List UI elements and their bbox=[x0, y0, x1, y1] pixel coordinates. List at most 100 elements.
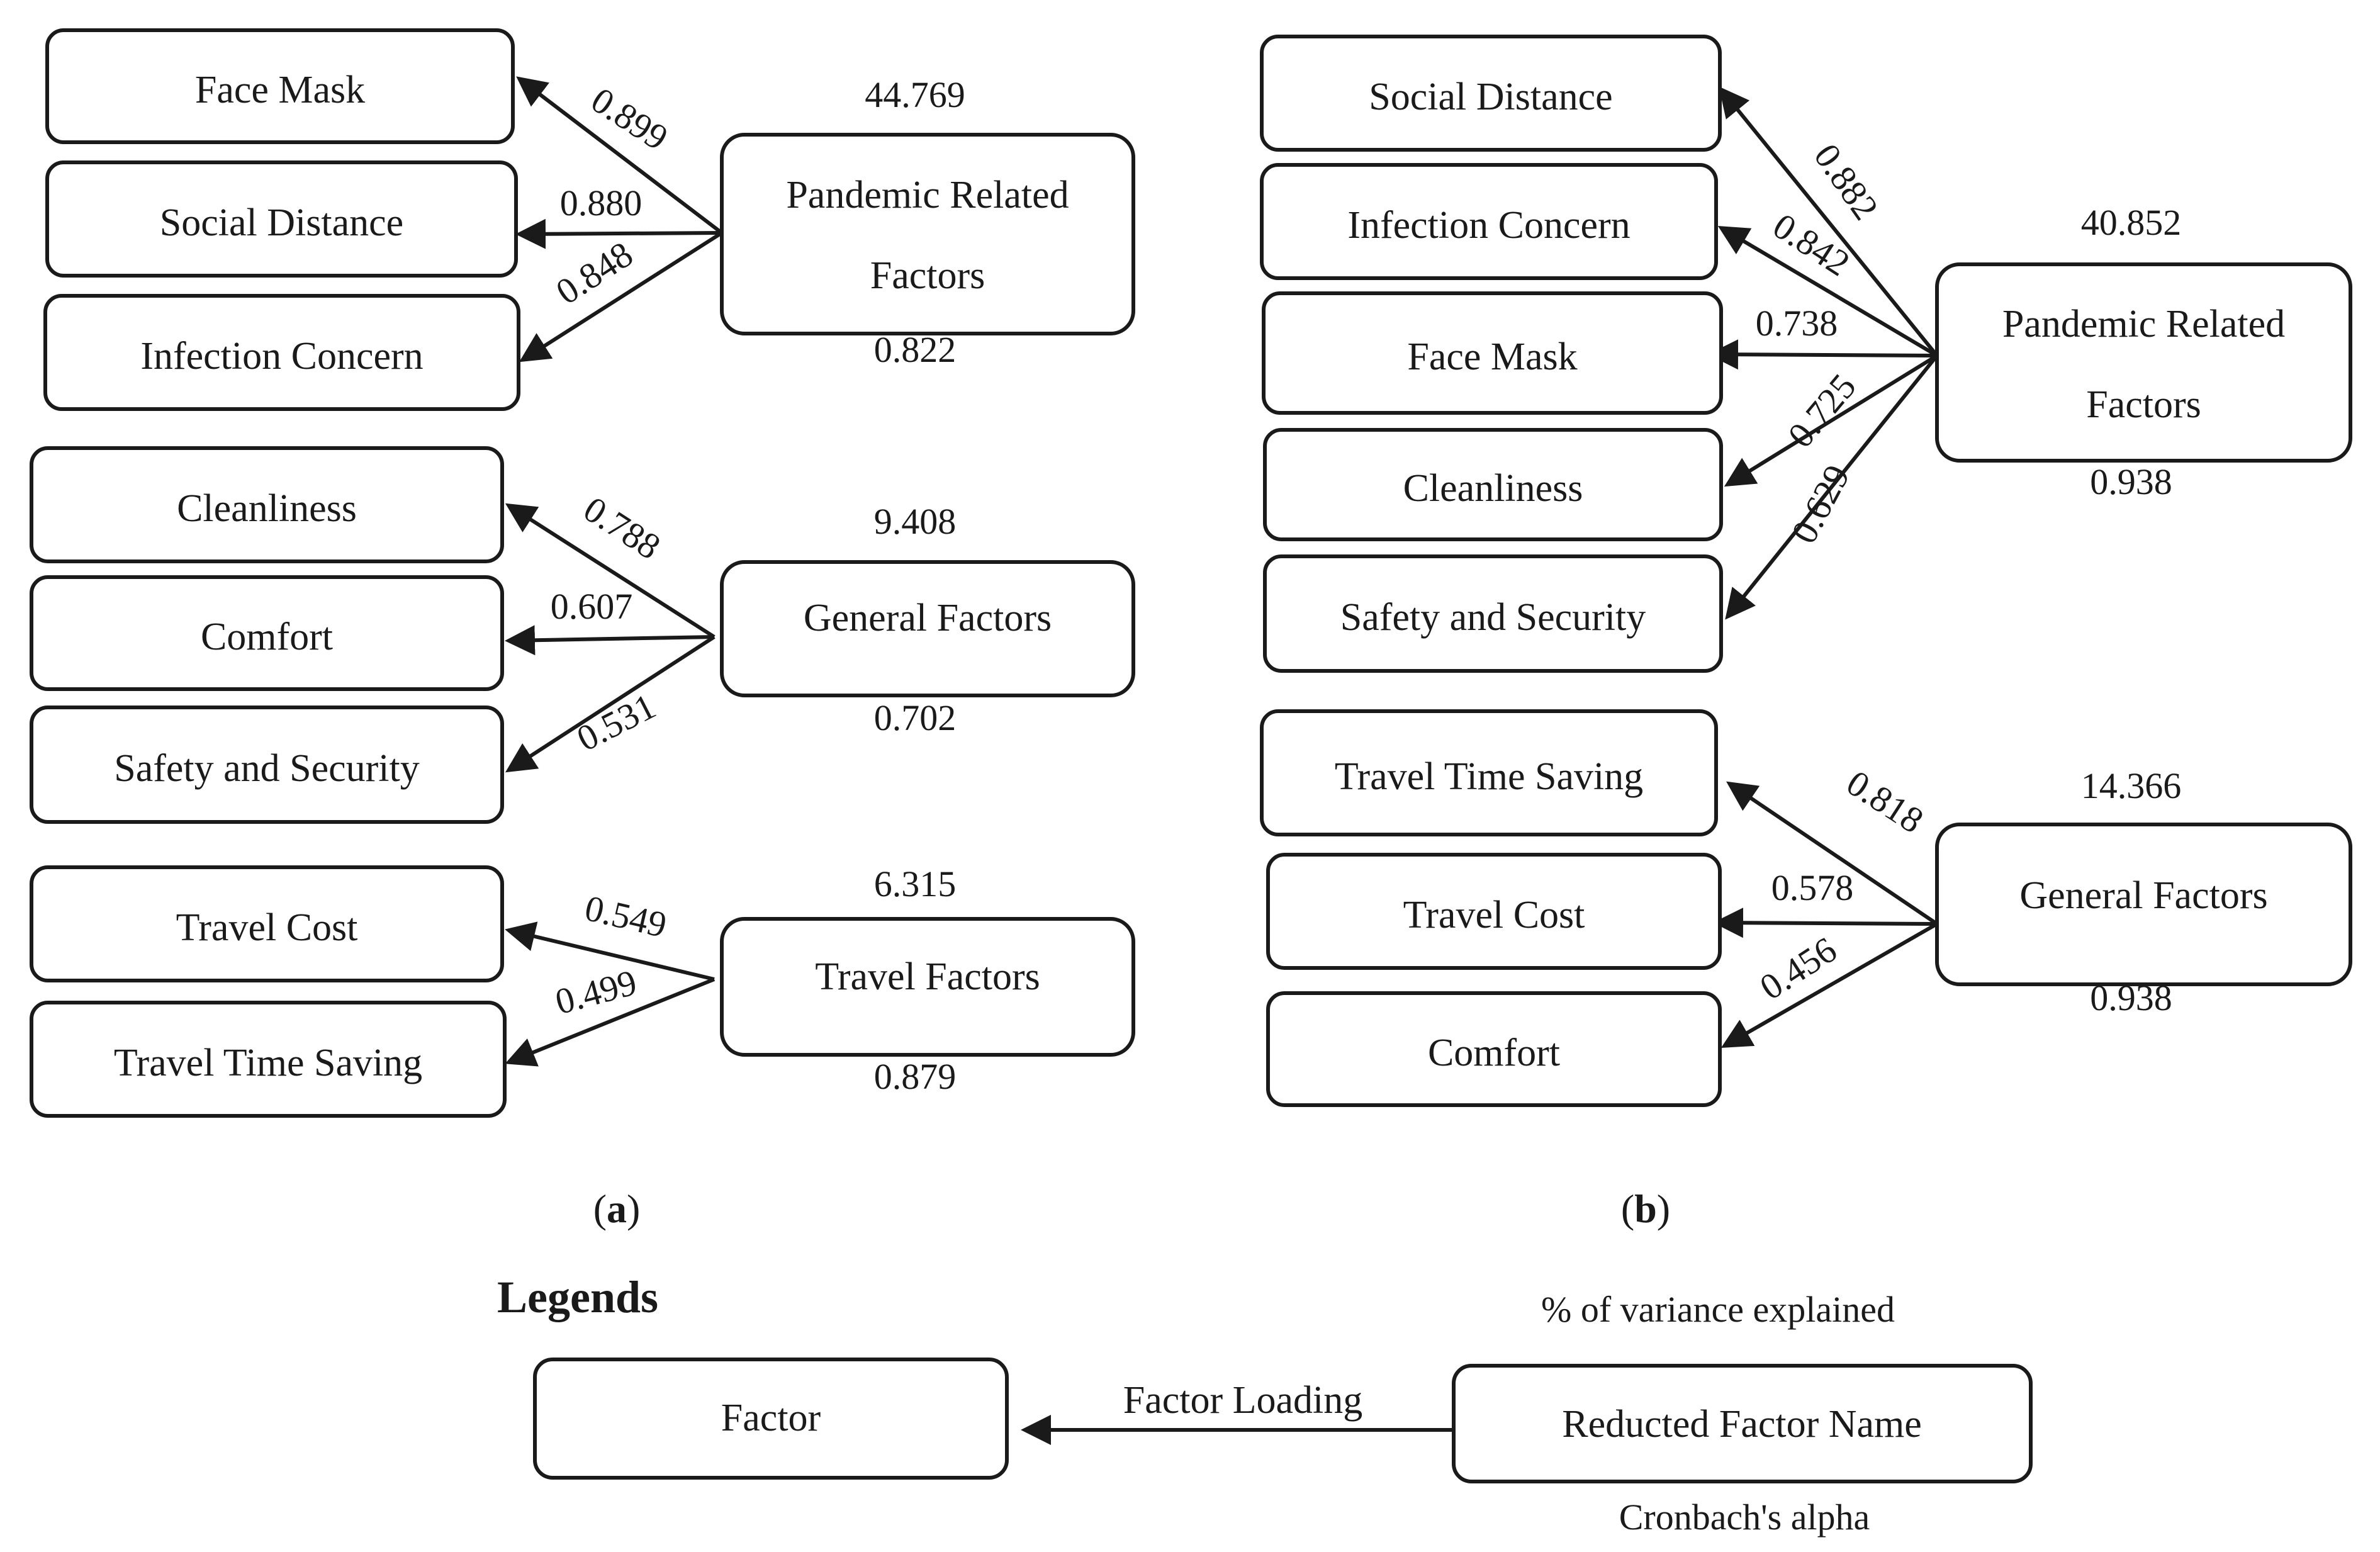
legend: Legends Factor Factor Loading Reducted F… bbox=[497, 1272, 2033, 1538]
panel-b-general-factors-alpha: 0.938 bbox=[2090, 977, 2172, 1018]
panel-a-travel-time-saving-label: Travel Time Saving bbox=[114, 1042, 422, 1084]
panel-a-travel-time-saving-loading-arrow bbox=[505, 977, 716, 1067]
panel-a-pandemic-related-factors-box bbox=[720, 133, 1135, 335]
panel-a-cleanliness-label: Cleanliness bbox=[177, 487, 357, 530]
panel-a-social-distance-box bbox=[45, 160, 518, 278]
panel-b-general-factors-name: General Factors bbox=[2019, 874, 2267, 917]
panel-b-infection-concern-loading-arrow bbox=[1717, 225, 1938, 357]
panel-a-travel-factors-name: Travel Factors bbox=[815, 955, 1040, 998]
panel-b-face-mask-box bbox=[1262, 291, 1723, 415]
panel-a-safety-and-security-label: Safety and Security bbox=[114, 747, 420, 790]
panel-a-infection-concern-label: Infection Concern bbox=[140, 335, 423, 378]
panel-a-travel-cost-box bbox=[30, 865, 504, 982]
panel-b-social-distance-box bbox=[1260, 35, 1722, 152]
legend-variance-label: % of variance explained bbox=[1541, 1289, 1895, 1330]
panel-a-general-factors-alpha: 0.702 bbox=[874, 697, 957, 738]
panel-b-social-distance-label: Social Distance bbox=[1369, 76, 1612, 118]
panel-a-travel-factors-name-line: Travel Factors bbox=[815, 955, 1040, 998]
legend-reduced-box bbox=[1452, 1364, 2033, 1483]
panel-b-travel-cost-loading-arrow bbox=[1713, 908, 1938, 938]
panel-b-safety-and-security-loading-arrow bbox=[1725, 354, 1939, 620]
legend-factor-label: Factor bbox=[721, 1397, 821, 1439]
panel-b-travel-cost-box bbox=[1266, 853, 1722, 970]
panel-b-comfort-label: Comfort bbox=[1428, 1032, 1560, 1074]
panel-b-comfort-loading-arrow bbox=[1720, 922, 1938, 1048]
panel-a-face-mask-label: Face Mask bbox=[195, 69, 365, 111]
panel-a-pandemic-related-factors-alpha: 0.822 bbox=[874, 329, 957, 370]
panel-b-safety-and-security-loading-value: 0.629 bbox=[1783, 458, 1858, 550]
panel-a-infection-concern-box bbox=[43, 294, 520, 411]
panel-a-travel-cost-loading-value: 0.549 bbox=[581, 887, 670, 946]
legend-loading-label: Factor Loading bbox=[1123, 1379, 1363, 1422]
legend-reduced-label: Reducted Factor Name bbox=[1562, 1403, 1922, 1446]
panel-b-travel-cost-loading-value: 0.578 bbox=[1771, 867, 1854, 908]
panel-a-travel-factors-variance: 6.315 bbox=[874, 863, 957, 904]
panel-a-caption: (a) bbox=[593, 1186, 641, 1231]
panel-a-comfort-loading-value: 0.607 bbox=[551, 586, 633, 627]
panel-a-face-mask-loading-value: 0.899 bbox=[584, 79, 675, 159]
panel-a-travel-factors-alpha: 0.879 bbox=[874, 1056, 957, 1097]
panel-a-face-mask-loading-arrow bbox=[516, 76, 723, 235]
panel-b-safety-and-security-label: Safety and Security bbox=[1340, 596, 1646, 639]
panel-a-comfort-loading-arrow bbox=[505, 625, 715, 656]
panel-b-comfort-box bbox=[1266, 991, 1722, 1107]
panel-b-travel-time-saving-label: Travel Time Saving bbox=[1335, 755, 1643, 798]
panel-a-travel-time-saving-box bbox=[30, 1001, 507, 1118]
panel-b-travel-time-saving-loading-arrow bbox=[1726, 781, 1938, 926]
panel-a-infection-concern-loading-value: 0.848 bbox=[549, 233, 640, 313]
panel-a-travel-factors-box bbox=[720, 917, 1135, 1057]
panel-a-infection-concern-loading-arrow bbox=[519, 231, 723, 363]
panel-b-general-factors-box bbox=[1935, 823, 2352, 986]
panel-b-travel-time-saving-loading-value: 0.818 bbox=[1839, 762, 1931, 841]
panel-a-safety-and-security-loading-value: 0.531 bbox=[570, 685, 662, 759]
panel-b-social-distance-loading-value: 0.882 bbox=[1806, 137, 1887, 227]
panel-a-general-factors-variance: 9.408 bbox=[874, 501, 957, 542]
panel-b-social-distance-loading-arrow bbox=[1719, 86, 1939, 357]
panel-b-safety-and-security-box bbox=[1263, 554, 1723, 673]
panel-b-pandemic-related-factors-box bbox=[1935, 262, 2352, 463]
panel-b-cleanliness-box bbox=[1263, 428, 1723, 541]
edges-layer bbox=[505, 76, 1939, 1067]
panel-b-general-factors-name-line: General Factors bbox=[2019, 874, 2267, 917]
panel-b-travel-time-saving-box bbox=[1260, 709, 1718, 836]
panel-a-travel-cost-loading-arrow bbox=[505, 921, 715, 981]
panel-b-caption: (b) bbox=[1621, 1186, 1670, 1231]
panel-a-cleanliness-box bbox=[30, 446, 504, 563]
panel-b-face-mask-loading-value: 0.738 bbox=[1756, 303, 1838, 344]
panel-b-cleanliness-label: Cleanliness bbox=[1403, 467, 1583, 510]
legend-alpha-label: Cronbach's alpha bbox=[1619, 1497, 1870, 1538]
panel-a-pandemic-related-factors-name-line: Factors bbox=[870, 254, 985, 297]
panel-b-pandemic-related-factors-name-line: Factors bbox=[2086, 383, 2201, 426]
panel-b-infection-concern-loading-value: 0.842 bbox=[1766, 205, 1857, 284]
panel-b-comfort-loading-value: 0.456 bbox=[1753, 929, 1844, 1008]
panel-a-comfort-label: Comfort bbox=[201, 616, 333, 658]
panel-a-social-distance-loading-arrow bbox=[515, 218, 722, 249]
panel-a-comfort-box bbox=[30, 575, 504, 691]
panel-b-pandemic-related-factors-name-line: Pandemic Related bbox=[2002, 303, 2285, 346]
panel-b-caption-letter: b bbox=[1634, 1186, 1657, 1231]
panel-a-face-mask-box bbox=[45, 28, 515, 144]
panel-b-cleanliness-loading-arrow bbox=[1724, 354, 1938, 487]
panel-b-travel-cost-label: Travel Cost bbox=[1403, 894, 1585, 936]
panel-b-pandemic-related-factors-variance: 40.852 bbox=[2081, 202, 2182, 243]
panel-a-social-distance-loading-value: 0.880 bbox=[560, 183, 643, 223]
panel-a-pandemic-related-factors-name-line: Pandemic Related bbox=[786, 174, 1069, 216]
panel-a-general-factors-name-line: General Factors bbox=[804, 597, 1052, 639]
panel-a-social-distance-label: Social Distance bbox=[160, 201, 403, 244]
panel-a-safety-and-security-box bbox=[30, 706, 504, 824]
nodes-layer bbox=[30, 28, 2352, 1118]
panel-b-general-factors-variance: 14.366 bbox=[2081, 765, 2182, 806]
panel-a-general-factors-box bbox=[720, 560, 1135, 697]
panel-a-cleanliness-loading-arrow bbox=[505, 503, 716, 639]
panel-a-caption-letter: a bbox=[607, 1186, 627, 1231]
panel-b-face-mask-label: Face Mask bbox=[1407, 335, 1577, 378]
panel-a-pandemic-related-factors-variance: 44.769 bbox=[865, 74, 965, 115]
panel-b-infection-concern-box bbox=[1260, 163, 1718, 280]
panel-b-infection-concern-label: Infection Concern bbox=[1347, 204, 1630, 247]
panel-a-travel-cost-label: Travel Cost bbox=[176, 906, 358, 949]
panel-a-safety-and-security-loading-arrow bbox=[505, 635, 716, 773]
legend-title: Legends bbox=[497, 1272, 658, 1322]
